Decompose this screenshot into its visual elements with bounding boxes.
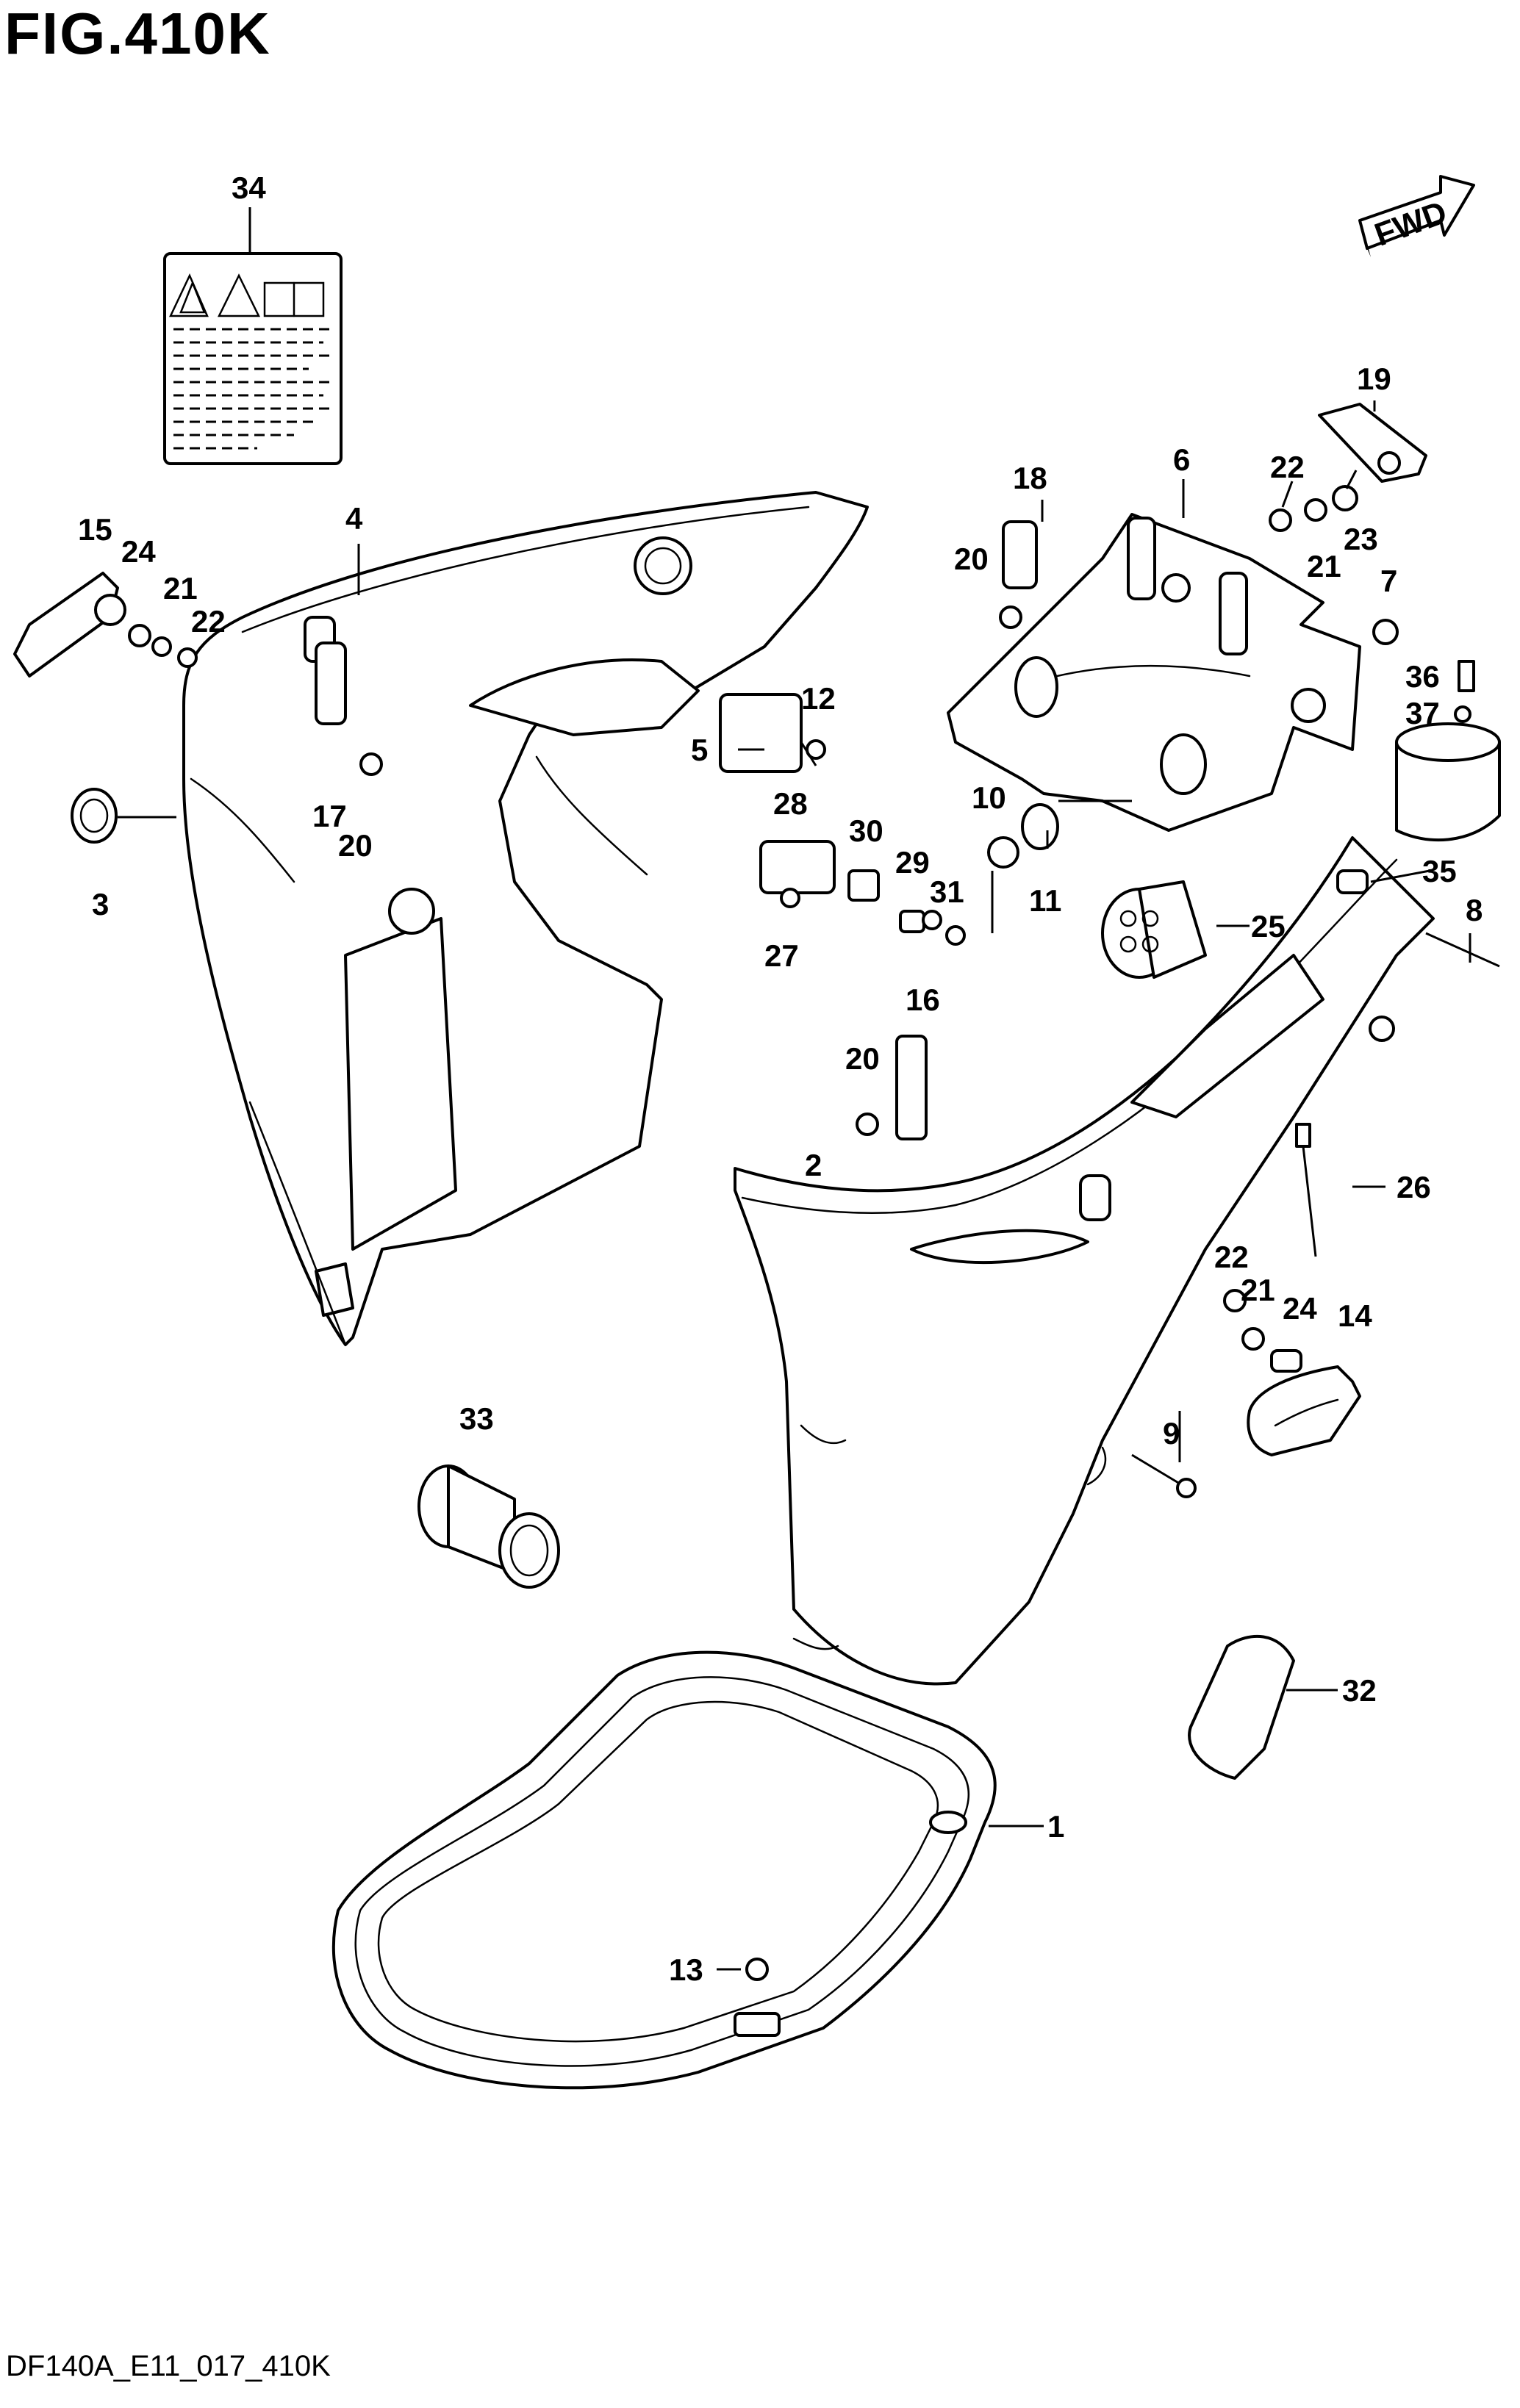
callout-3: 3 xyxy=(92,887,109,921)
callout-35: 35 xyxy=(1422,854,1457,888)
side-cover-left-part xyxy=(182,491,869,1346)
callout-24b: 24 xyxy=(1283,1291,1317,1326)
callout-29: 29 xyxy=(895,845,930,880)
callout-11: 11 xyxy=(1029,883,1061,918)
callout-24a: 24 xyxy=(121,534,156,569)
figure-code: DF140A_E11_017_410K xyxy=(6,2350,331,2382)
misc-fasteners xyxy=(128,485,1500,1981)
handle-grip-left-part xyxy=(13,572,126,678)
callout-20c: 20 xyxy=(845,1041,880,1076)
leader-lines xyxy=(118,207,1471,1971)
callout-10: 10 xyxy=(972,780,1006,815)
callout-19: 19 xyxy=(1357,362,1391,396)
callout-1: 1 xyxy=(1047,1809,1064,1844)
callout-22c: 22 xyxy=(1214,1240,1249,1274)
callout-22b: 22 xyxy=(1270,450,1305,484)
callout-5: 5 xyxy=(691,733,708,767)
callout-33: 33 xyxy=(459,1401,494,1436)
callout-13: 13 xyxy=(669,1952,703,1987)
callout-25: 25 xyxy=(1251,909,1286,944)
callout-21a: 21 xyxy=(163,571,198,605)
callout-22a: 22 xyxy=(191,604,226,639)
grommet-small-part xyxy=(71,788,118,844)
callout-31: 31 xyxy=(930,874,964,909)
callout-20a: 20 xyxy=(954,542,989,576)
callout-26: 26 xyxy=(1397,1170,1431,1204)
callout-17: 17 xyxy=(312,799,347,833)
clip-part xyxy=(1188,1635,1295,1780)
callout-4: 4 xyxy=(345,501,363,536)
callout-labels: 1 2 3 4 5 6 7 8 9 10 11 12 13 14 15 16 1… xyxy=(78,170,1483,1987)
callout-9: 9 xyxy=(1163,1416,1180,1451)
lower-seal-part xyxy=(331,1650,997,2090)
clamp-part xyxy=(1395,722,1501,842)
callout-23: 23 xyxy=(1344,522,1378,556)
callout-21c: 21 xyxy=(1241,1273,1275,1307)
figure-title: FIG.410K xyxy=(4,1,271,66)
callout-32: 32 xyxy=(1342,1673,1377,1708)
side-cover-right-part xyxy=(734,836,1435,1686)
fwd-arrow-icon: FWD xyxy=(1358,175,1475,257)
callout-34: 34 xyxy=(232,170,266,205)
callout-14: 14 xyxy=(1338,1298,1372,1333)
callout-37: 37 xyxy=(1405,696,1440,730)
callout-30: 30 xyxy=(849,813,883,848)
callout-21b: 21 xyxy=(1307,549,1341,583)
callout-8: 8 xyxy=(1466,893,1483,927)
warning-label-part xyxy=(163,252,343,465)
callout-27: 27 xyxy=(764,938,799,973)
cable-tie-part xyxy=(1295,1123,1317,1257)
connector-part xyxy=(1101,880,1207,979)
handle-grip-right-part xyxy=(1247,1365,1361,1456)
bracket-assembly-part xyxy=(947,513,1361,832)
callout-7: 7 xyxy=(1380,564,1397,598)
callout-20b: 20 xyxy=(338,828,373,863)
callout-12: 12 xyxy=(801,681,836,716)
callout-2: 2 xyxy=(805,1148,822,1182)
callout-15: 15 xyxy=(78,512,112,547)
callout-18: 18 xyxy=(1013,461,1047,495)
callout-6: 6 xyxy=(1173,442,1190,477)
grommet-part xyxy=(417,1464,560,1589)
callout-36: 36 xyxy=(1405,659,1440,694)
plate-part xyxy=(1318,403,1427,483)
callout-28: 28 xyxy=(773,786,808,821)
callout-16: 16 xyxy=(906,982,940,1017)
